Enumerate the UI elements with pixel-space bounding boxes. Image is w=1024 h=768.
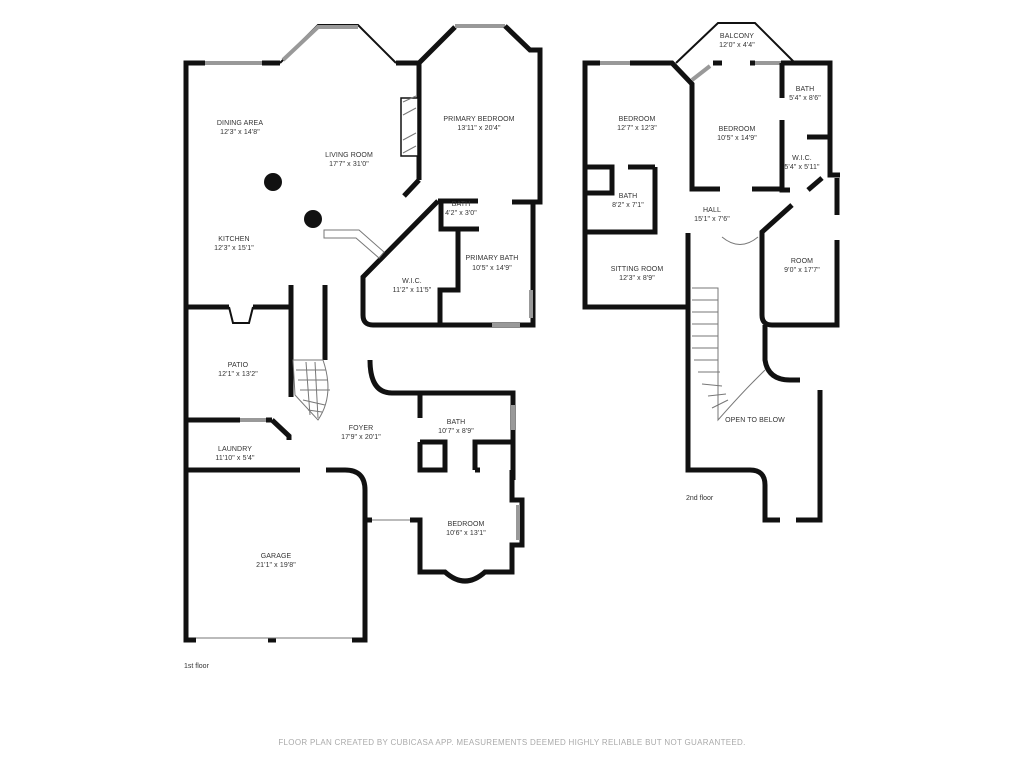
second-floor-walls xyxy=(582,22,840,523)
room-dims: 15'1" x 7'6" xyxy=(694,216,730,223)
room-dims: 12'7" x 12'3" xyxy=(617,125,657,132)
column xyxy=(264,173,282,191)
footer-disclaimer: FLOOR PLAN CREATED BY CUBICASA APP. MEAS… xyxy=(278,738,745,747)
room-name: SITTING ROOM xyxy=(611,266,664,273)
room-dims: 4'2" x 3'0" xyxy=(445,210,477,217)
room-dims: 12'1" x 13'2" xyxy=(218,371,258,378)
column xyxy=(304,210,322,228)
fireplace xyxy=(400,97,419,157)
room-name: BATH xyxy=(452,201,471,208)
room-dims: 17'9" x 20'1" xyxy=(341,434,381,441)
room-dims: 8'2" x 7'1" xyxy=(612,202,644,209)
room-dims: 10'6" x 13'1" xyxy=(446,530,486,537)
room-name: BALCONY xyxy=(720,33,754,40)
room-name: OPEN TO BELOW xyxy=(725,417,785,424)
room-name: HALL xyxy=(703,207,721,214)
first-floor-labels: DINING AREA 12'3" x 14'8" LIVING ROOM 17… xyxy=(184,116,518,670)
room-name: LAUNDRY xyxy=(218,446,252,453)
room-name: BATH xyxy=(796,86,815,93)
room-name: GARAGE xyxy=(261,553,292,560)
room-name: FOYER xyxy=(349,425,374,432)
room-dims: 13'11" x 20'4" xyxy=(457,125,501,132)
room-name: PRIMARY BATH xyxy=(466,255,519,262)
room-dims: 5'4" x 5'11" xyxy=(784,164,820,171)
second-floor-labels: BALCONY 12'0" x 4'4" BEDROOM 12'7" x 12'… xyxy=(611,33,821,502)
room-name: BEDROOM xyxy=(448,521,485,528)
room-dims: 10'5" x 14'9" xyxy=(472,265,512,272)
room-name: BATH xyxy=(447,419,466,426)
room-name: ROOM xyxy=(791,258,813,265)
room-name: BEDROOM xyxy=(619,116,656,123)
room-name: W.I.C. xyxy=(792,155,812,162)
room-name: PATIO xyxy=(228,362,249,369)
first-floor-walls xyxy=(183,24,543,643)
room-dims: 12'3" x 8'9" xyxy=(619,275,655,282)
room-dims: 12'0" x 4'4" xyxy=(719,42,755,49)
room-dims: 11'10" x 5'4" xyxy=(215,455,255,462)
room-dims: 10'7" x 8'9" xyxy=(438,428,474,435)
room-dims: 12'3" x 15'1" xyxy=(214,245,254,252)
room-dims: 17'7" x 31'0" xyxy=(329,161,369,168)
room-name: PRIMARY BEDROOM xyxy=(443,116,514,123)
floor-label: 2nd floor xyxy=(686,495,714,502)
room-name: KITCHEN xyxy=(218,236,249,243)
room-name: BEDROOM xyxy=(719,126,756,133)
room-name: W.I.C. xyxy=(402,278,422,285)
room-dims: 10'5" x 14'9" xyxy=(717,135,757,142)
room-dims: 11'2" x 11'5" xyxy=(393,287,432,294)
room-dims: 5'4" x 8'6" xyxy=(789,95,821,102)
room-dims: 9'0" x 17'7" xyxy=(784,267,820,274)
room-dims: 12'3" x 14'8" xyxy=(220,129,260,136)
room-name: BATH xyxy=(619,193,638,200)
floor-label: 1st floor xyxy=(184,663,210,670)
room-dims: 21'1" x 19'8" xyxy=(256,562,296,569)
room-name: DINING AREA xyxy=(217,120,263,127)
room-name: LIVING ROOM xyxy=(325,152,373,159)
